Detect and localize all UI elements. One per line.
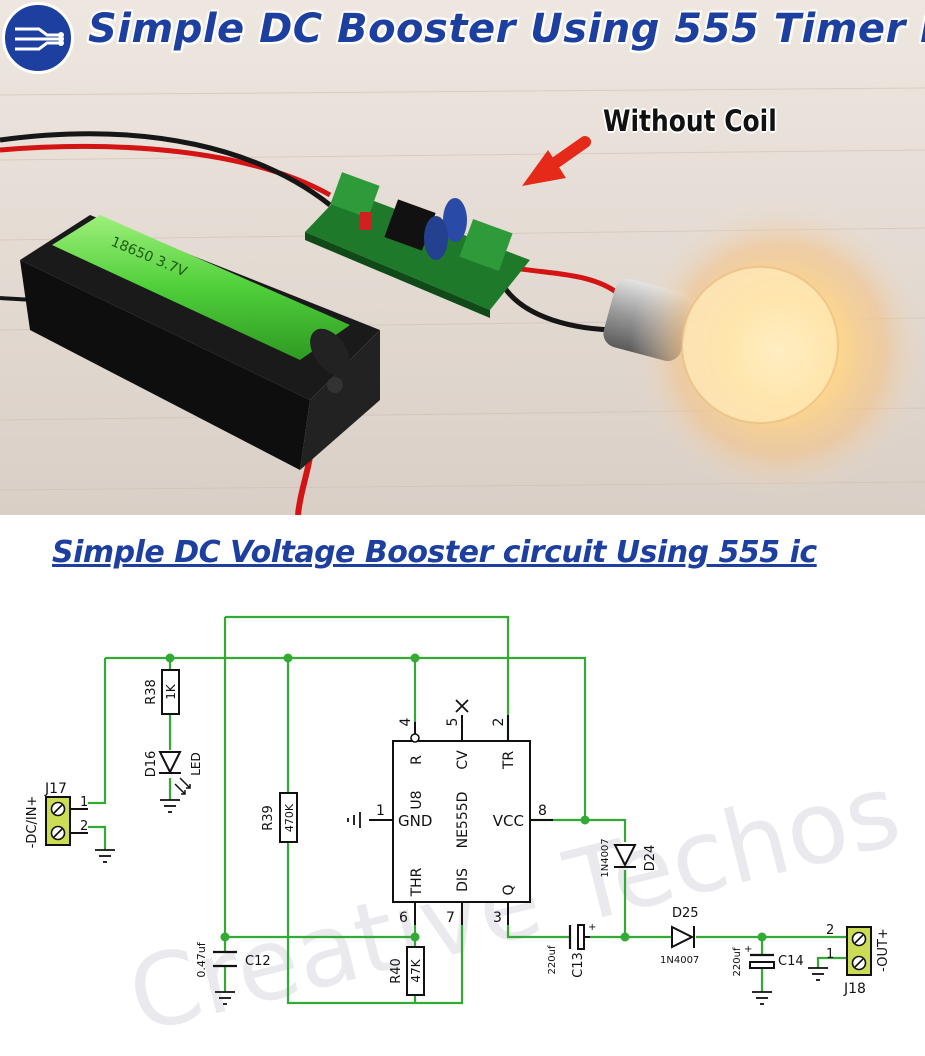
j18-ref: J18 (843, 981, 866, 997)
d25-value: 1N4007 (660, 955, 699, 966)
led-d16: D16 LED (144, 751, 203, 813)
schematic-title: Simple DC Voltage Booster circuit Using … (52, 535, 817, 570)
d24-ref: D24 (643, 845, 658, 872)
ground-icon (95, 849, 115, 863)
schematic-diagram: R CV TR U8 NE555D GND VCC THR DIS Q 4 5 … (25, 615, 891, 1005)
ic-pin-num-q: 3 (493, 910, 502, 926)
resistor-r40: 47K R40 (389, 946, 425, 996)
resistor-r39: 470K R39 (261, 792, 298, 843)
capacitor-c13: + C13 220uf (547, 922, 596, 978)
wire-q-out (506, 925, 570, 939)
ground-icon (808, 967, 828, 981)
ic-pin-cv-label: CV (455, 750, 471, 770)
ic-pin-gnd-label: GND (398, 812, 432, 830)
ic-pin-dis-label: DIS (455, 868, 471, 892)
wire-r39 (286, 658, 464, 1005)
ground-icon (215, 991, 235, 1005)
ic-pin-q-label: Q (501, 884, 517, 895)
ic-pin-num-tr: 2 (491, 718, 507, 727)
no-connect-icon (455, 699, 469, 713)
ground-icon (752, 991, 772, 1005)
connector-j17: 1 2 J17 -DC/IN+ (25, 781, 88, 848)
wire-top-frame (225, 615, 510, 740)
diode-d25: D25 1N4007 (660, 906, 699, 966)
ic-pin-num-thr: 6 (399, 910, 408, 926)
connector-j18: 2 1 J18 -OUT+ (826, 923, 891, 997)
wire-input-plus (88, 658, 107, 805)
c12-ref: C12 (245, 954, 271, 969)
r38-value: 1K (164, 683, 178, 700)
wire-out-gnd (816, 956, 848, 968)
c13-polarity: + (588, 922, 596, 933)
r40-value: 47K (409, 958, 423, 982)
c14-value: 220uf (732, 947, 743, 976)
ic-pin-vcc-label: VCC (493, 812, 524, 830)
d24-value: 1N4007 (600, 838, 611, 877)
j17-ref: J17 (44, 781, 67, 797)
d16-value: LED (189, 752, 203, 776)
d25-ref: D25 (672, 906, 699, 921)
c14-polarity: + (744, 944, 752, 955)
wire-input-gnd (88, 825, 107, 850)
c14-ref: C14 (778, 954, 804, 969)
ic-pin-tr-label: TR (501, 751, 517, 771)
light-emit-icon (174, 777, 191, 795)
capacitor-c14: + C14 220uf (732, 944, 804, 1005)
junctions (165, 653, 767, 942)
ic-pin-num-cv: 5 (445, 718, 461, 727)
reset-inverter-bubble (410, 733, 420, 743)
product-photo: 18650 3.7V Simple DC (0, 0, 925, 515)
ic-pin-thr-label: THR (409, 867, 425, 897)
r39-ref: R39 (261, 805, 276, 831)
ic-pin-r-label: R (409, 755, 425, 765)
j17-pin2: 2 (80, 819, 88, 834)
resistor-r38: 1K R38 (144, 669, 180, 715)
ic-pin-num-dis: 7 (446, 910, 455, 926)
j18-pin1: 1 (826, 947, 834, 962)
ic-pin-num-vcc: 8 (538, 803, 547, 819)
r39-value: 470K (283, 803, 296, 832)
j18-label: -OUT+ (876, 928, 891, 972)
j17-label: -DC/IN+ (25, 796, 40, 849)
wire-vcc-pin (530, 818, 627, 842)
photo-illustration: 18650 3.7V (0, 0, 925, 515)
ground-icon (347, 812, 361, 828)
without-coil-callout: Without Coil (603, 104, 777, 138)
wire-vcc-rail (105, 656, 587, 820)
ic-555: R CV TR U8 NE555D GND VCC THR DIS Q 4 5 … (347, 699, 553, 926)
ground-icon (160, 799, 180, 813)
d16-ref: D16 (144, 751, 159, 778)
ic-pin-num-r: 4 (398, 717, 414, 726)
diode-d24: D24 1N4007 (600, 838, 658, 877)
ic-ref: U8 (409, 790, 425, 809)
j18-pin2: 2 (826, 923, 834, 938)
c13-ref: C13 (571, 952, 586, 978)
circuit-traces-icon (15, 27, 64, 51)
r40-ref: R40 (389, 958, 404, 984)
ic-part: NE555D (455, 792, 471, 849)
wires (88, 615, 848, 1005)
capacitor-c12: C12 0.47uf (195, 941, 271, 1005)
page-title: Simple DC Booster Using 555 Timer IC (88, 6, 925, 52)
c13-value: 220uf (547, 945, 558, 974)
r38-ref: R38 (144, 679, 159, 705)
j17-pin1: 1 (80, 795, 88, 810)
c12-value: 0.47uf (195, 941, 208, 977)
circuit-logo-icon (2, 2, 74, 74)
schematic-panel: Simple DC Voltage Booster circuit Using … (0, 515, 925, 1056)
ic-pin-num-gnd: 1 (376, 803, 385, 819)
